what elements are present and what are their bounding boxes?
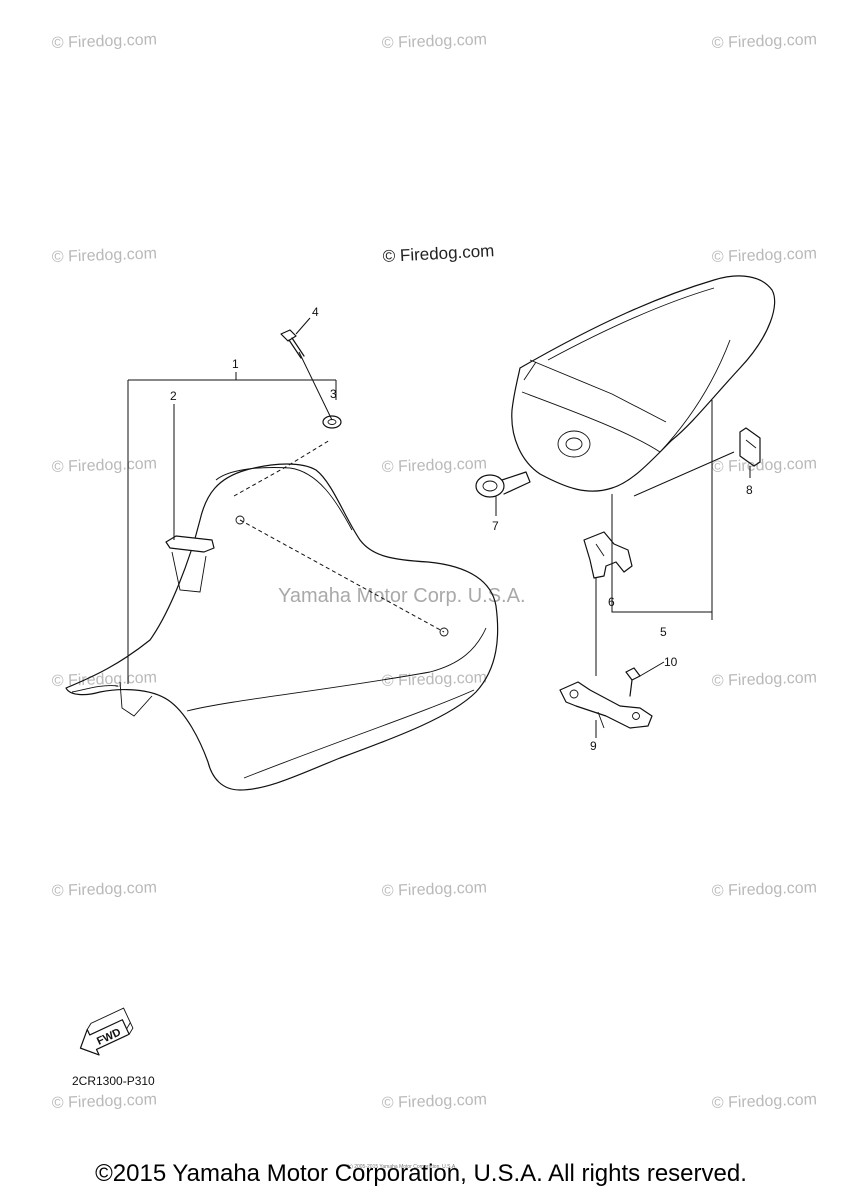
callout-2: 2 xyxy=(170,389,177,403)
callout-5: 5 xyxy=(660,625,667,639)
callout-3: 3 xyxy=(330,387,337,401)
seat-hook xyxy=(583,531,633,676)
fwd-label: FWD xyxy=(95,1026,123,1047)
watermark: © Firedog.com xyxy=(712,669,818,690)
watermark: © Firedog.com xyxy=(382,31,488,52)
watermark: © Firedog.com xyxy=(52,245,158,266)
callout-7: 7 xyxy=(492,519,499,533)
watermark: © Firedog.com xyxy=(382,669,488,690)
watermark: © Firedog.com xyxy=(382,1091,488,1112)
watermark-main: © Firedog.com xyxy=(382,241,495,266)
watermark: © Firedog.com xyxy=(712,1091,818,1112)
forward-arrow: FWD xyxy=(79,1007,134,1056)
callout-1: 1 xyxy=(232,357,239,371)
passenger-seat xyxy=(511,275,776,613)
callout-8: 8 xyxy=(746,483,753,497)
watermark: © Firedog.com xyxy=(52,1091,158,1112)
watermark: © Firedog.com xyxy=(52,879,158,900)
clip xyxy=(633,427,761,497)
watermark: © Firedog.com xyxy=(52,31,158,52)
watermark: © Firedog.com xyxy=(382,455,488,476)
watermark: © Firedog.com xyxy=(712,455,818,476)
watermark: © Firedog.com xyxy=(712,31,818,52)
lock-bracket xyxy=(559,667,653,729)
seat-lock xyxy=(475,471,531,498)
callout-10: 10 xyxy=(664,655,678,669)
bolt-and-grommet xyxy=(280,329,342,429)
callout-9: 9 xyxy=(590,739,597,753)
copyright-notice: ©2015 Yamaha Motor Corporation, U.S.A. A… xyxy=(95,1160,747,1187)
watermark: © Firedog.com xyxy=(382,879,488,900)
watermark: © Firedog.com xyxy=(52,455,158,476)
rider-seat xyxy=(65,439,499,791)
callout-4: 4 xyxy=(312,305,319,319)
leader-lines xyxy=(127,317,751,738)
diagram-code: 2CR1300-P310 xyxy=(72,1074,155,1088)
callout-labels: 1 2 3 4 5 6 7 8 9 10 xyxy=(170,305,753,753)
callout-6: 6 xyxy=(608,595,615,609)
watermark-center: Yamaha Motor Corp. U.S.A. xyxy=(278,585,526,607)
watermark-grid: © Firedog.com © Firedog.com © Firedog.co… xyxy=(52,31,818,1112)
small-print: (c) 2005-2015 Yamaha Motor Corporation, … xyxy=(347,1164,457,1170)
watermark: © Firedog.com xyxy=(712,879,818,900)
watermark: © Firedog.com xyxy=(712,245,818,266)
watermark: © Firedog.com xyxy=(52,669,158,690)
